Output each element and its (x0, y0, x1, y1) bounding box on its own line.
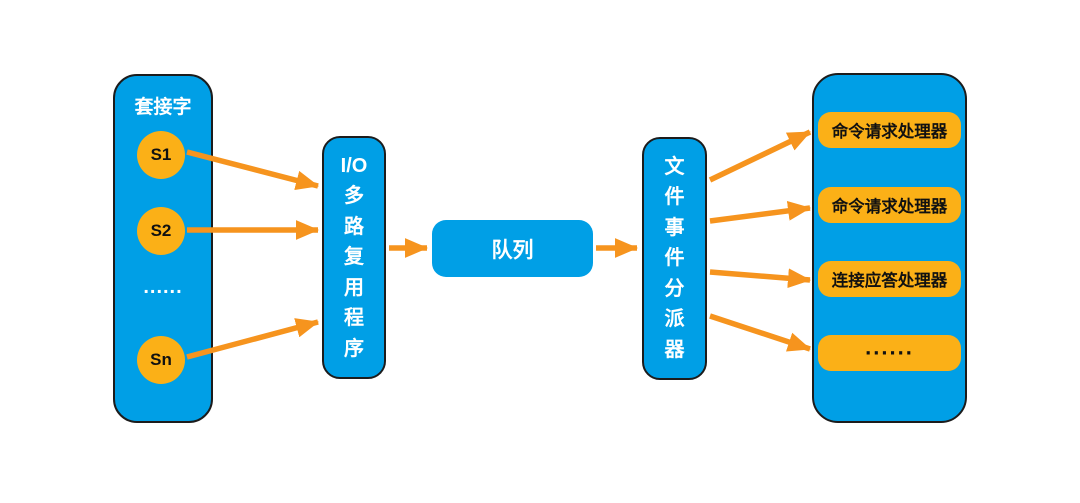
arrow-dispatcher-to-handler-4 (709, 313, 812, 352)
handler-label: 命令请求处理器 (831, 198, 948, 216)
io-multiplexer-line: I/O (340, 154, 368, 177)
handler-command-request-1: 命令请求处理器 (818, 112, 961, 148)
socket-node-sn-label: Sn (150, 350, 172, 369)
dispatcher-line: 器 (664, 338, 685, 361)
queue-label: 队列 (491, 238, 534, 262)
handler-ellipsis-text: ...... (865, 334, 914, 360)
file-event-dispatcher-box: 文 件 事 件 分 派 器 (642, 137, 707, 380)
arrow-dispatcher-to-handler-1 (708, 129, 812, 183)
dispatcher-line: 派 (664, 308, 685, 331)
socket-node-s1: S1 (137, 131, 185, 179)
arrow-dispatcher-to-handler-3 (709, 268, 812, 289)
sockets-panel-title: 套接字 (134, 97, 192, 118)
socket-node-sn: Sn (137, 336, 185, 384)
socket-node-s1-label: S1 (150, 145, 172, 164)
io-multiplexer-line: 序 (344, 337, 364, 360)
io-multiplexer-line: 多 (344, 185, 364, 208)
handler-label: 连接应答处理器 (831, 272, 948, 290)
sockets-ellipsis-text: ...... (143, 275, 183, 298)
arrow-dispatcher-to-handler-2 (709, 201, 812, 224)
socket-node-s2: S2 (137, 207, 185, 255)
dispatcher-line: 件 (664, 186, 685, 209)
sockets-ellipsis: ...... (113, 276, 213, 304)
io-multiplexer-line: 路 (344, 215, 364, 238)
handler-command-request-2: 命令请求处理器 (818, 187, 961, 223)
io-multiplexer-line: 程 (344, 307, 364, 330)
socket-node-s2-label: S2 (150, 221, 172, 240)
dispatcher-line: 文 (664, 155, 685, 178)
queue-box: 队列 (432, 220, 593, 277)
dispatcher-line: 分 (664, 277, 685, 300)
dispatcher-line: 事 (664, 216, 685, 239)
handler-ellipsis: ...... (818, 334, 961, 371)
io-multiplexer-line: 用 (344, 276, 364, 299)
dispatcher-line: 件 (664, 247, 685, 270)
handler-label: 命令请求处理器 (831, 123, 948, 141)
handler-connection-reply: 连接应答处理器 (818, 261, 961, 297)
io-multiplexer-line: 复 (344, 246, 364, 269)
io-multiplexer-box: I/O 多 路 复 用 程 序 (322, 136, 386, 379)
